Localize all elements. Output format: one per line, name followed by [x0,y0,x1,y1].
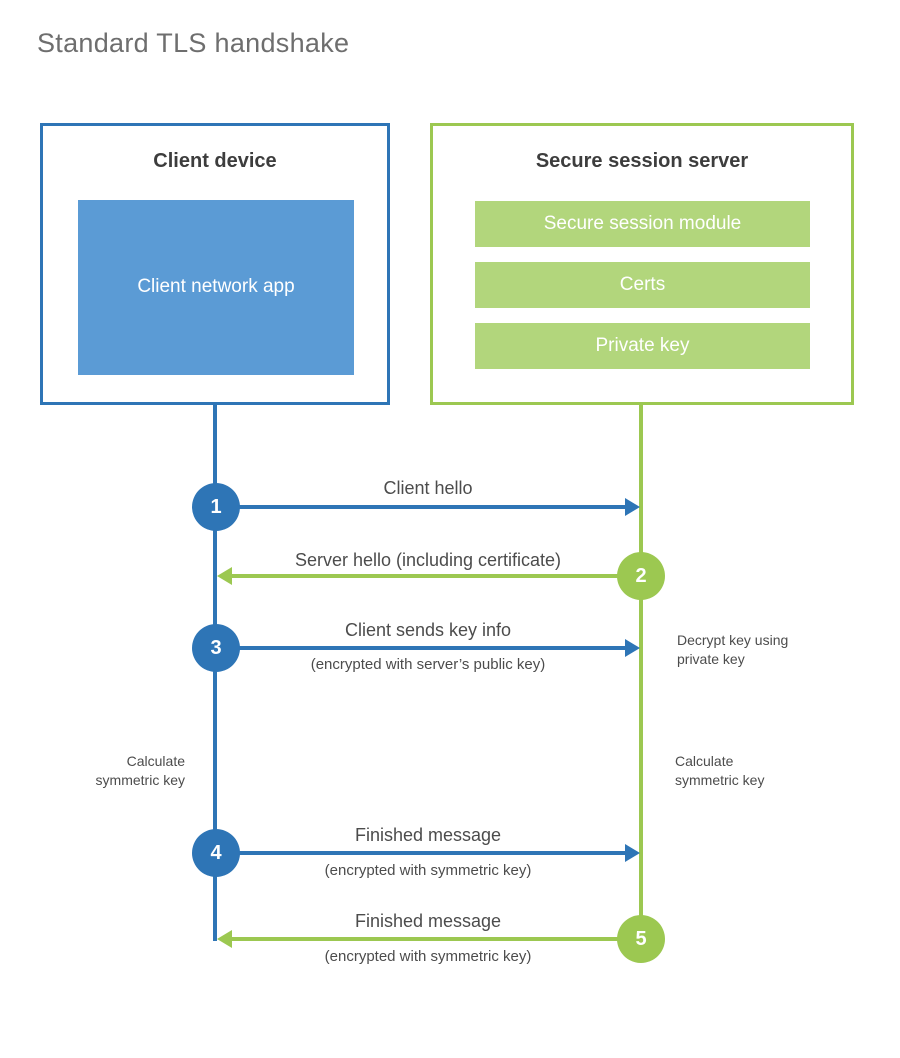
step-circle-2: 2 [617,552,665,600]
message-1-arrowhead-icon [625,498,640,516]
message-5-sublabel: (encrypted with symmetric key) [324,948,532,965]
message-4-arrowhead-icon [625,844,640,862]
secure-session-module-label: Secure session module [543,213,742,234]
certs-label: Certs [619,274,666,295]
message-3-label: Client sends key info [344,620,512,640]
step-circle-1: 1 [192,483,240,531]
step-circle-5: 5 [617,915,665,963]
message-4-label: Finished message [354,825,502,845]
private-key-bar: Private key [475,323,810,369]
message-3-arrowhead-icon [625,639,640,657]
server-lifeline [639,404,643,939]
client-network-app-box: Client network app [78,200,354,375]
message-1-label: Client hello [383,478,473,498]
diagram-title: Standard TLS handshake [37,28,350,58]
message-5-arrowhead-icon [217,930,232,948]
secure-session-server-box: Secure session server Secure session mod… [430,123,854,405]
client-device-header: Client device [153,150,277,172]
message-2-label: Server hello (including certificate) [294,550,562,570]
certs-bar: Certs [475,262,810,308]
decrypt-key-note: Decrypt key using private key [677,632,789,667]
private-key-label: Private key [595,335,690,356]
message-3-sublabel: (encrypted with server’s public key) [310,656,546,673]
message-1-arrow [239,505,626,509]
message-3-arrow [239,646,626,650]
client-network-app-label: Client network app [137,276,295,298]
secure-session-module-bar: Secure session module [475,201,810,247]
message-4-sublabel: (encrypted with symmetric key) [324,862,532,879]
message-2-arrowhead-icon [217,567,232,585]
step-circle-4: 4 [192,829,240,877]
step-circle-3: 3 [192,624,240,672]
message-5-arrow [231,937,618,941]
secure-session-server-header: Secure session server [535,150,749,172]
client-device-box: Client device Client network app [40,123,390,405]
calculate-symmetric-key-client-note: Calculate symmetric key [95,753,185,788]
calculate-symmetric-key-server-note: Calculate symmetric key [675,753,765,788]
message-4-arrow [239,851,626,855]
message-5-label: Finished message [354,911,502,931]
message-2-arrow [231,574,618,578]
client-lifeline [213,404,217,941]
